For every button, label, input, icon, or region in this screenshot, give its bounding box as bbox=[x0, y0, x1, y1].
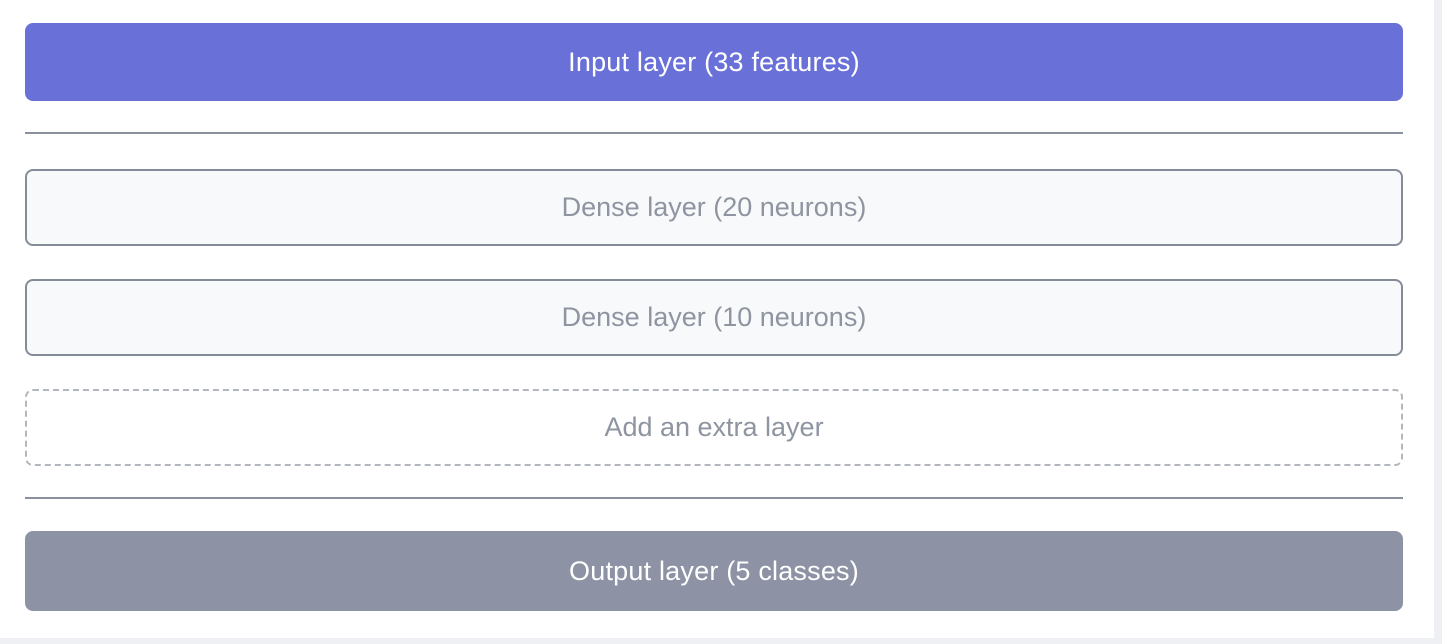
input-layer-label: Input layer (33 features) bbox=[568, 46, 860, 77]
dense-layer-1[interactable]: Dense layer (20 neurons) bbox=[25, 169, 1403, 246]
add-extra-layer-label: Add an extra layer bbox=[604, 412, 824, 442]
input-layer-banner: Input layer (33 features) bbox=[25, 23, 1403, 101]
divider-after-input bbox=[25, 132, 1403, 134]
dense-layer-2[interactable]: Dense layer (10 neurons) bbox=[25, 279, 1403, 356]
add-extra-layer-button[interactable]: Add an extra layer bbox=[25, 389, 1403, 466]
output-layer-banner: Output layer (5 classes) bbox=[25, 531, 1403, 611]
output-layer-label: Output layer (5 classes) bbox=[569, 555, 859, 586]
layer-stack: Input layer (33 features) Dense layer (2… bbox=[25, 23, 1403, 611]
dense-layer-2-label: Dense layer (10 neurons) bbox=[561, 302, 867, 332]
dense-layer-1-label: Dense layer (20 neurons) bbox=[561, 192, 867, 222]
divider-before-output bbox=[25, 497, 1403, 499]
